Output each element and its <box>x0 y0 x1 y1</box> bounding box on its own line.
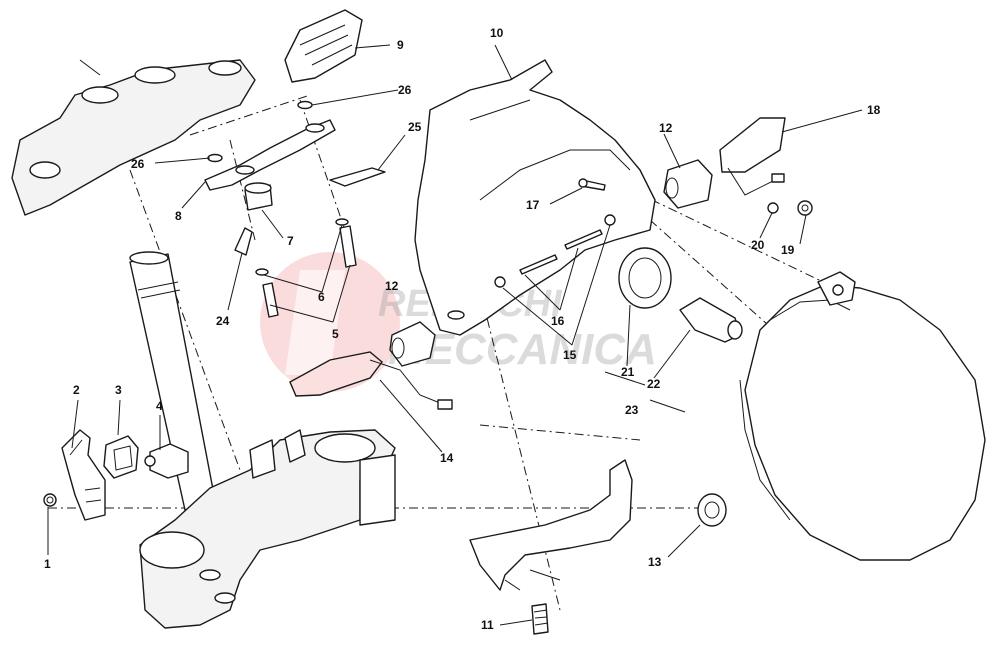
callout-12-lower: 12 <box>385 279 399 293</box>
leader-lines <box>47 44 863 626</box>
part-22-bulb <box>679 297 743 343</box>
callout-4: 4 <box>156 399 163 413</box>
callout-2: 2 <box>73 383 80 397</box>
callout-11: 11 <box>481 618 494 632</box>
part-23-wires <box>604 371 686 413</box>
callout-8: 8 <box>175 209 182 223</box>
callout-12-upper: 12 <box>659 121 673 135</box>
part-13-grommet <box>697 493 727 527</box>
part-2-bracket <box>61 429 106 521</box>
part-4-connector <box>144 443 189 479</box>
callout-26-right: 26 <box>398 83 412 97</box>
part-1-nut <box>43 493 57 507</box>
part-5-screws <box>262 225 357 318</box>
callout-13: 13 <box>648 555 662 569</box>
part-24-clip <box>234 227 253 256</box>
callout-labels: 1 2 3 4 5 6 7 8 9 10 11 12 12 13 14 15 1… <box>44 26 881 632</box>
callout-25: 25 <box>408 120 422 134</box>
part-12-socket-upper <box>663 159 713 209</box>
part-7-grommet <box>244 182 273 211</box>
part-14-indicator <box>289 351 453 410</box>
part-12-socket-lower <box>389 321 436 367</box>
part-19-grommet <box>797 200 813 216</box>
callout-17: 17 <box>526 198 540 212</box>
callout-18: 18 <box>867 103 881 117</box>
callout-6: 6 <box>318 290 325 304</box>
part-25-clip <box>329 167 386 187</box>
callout-16: 16 <box>551 314 565 328</box>
part-20-nut <box>767 202 779 214</box>
callout-19: 19 <box>781 243 795 257</box>
part-9-relay-block <box>284 9 363 83</box>
lower-triple-clamp <box>139 429 396 629</box>
part-3-grommet <box>103 435 139 479</box>
part-21-bulb-ring <box>618 247 672 309</box>
callout-22: 22 <box>647 377 661 391</box>
callout-9: 9 <box>397 38 404 52</box>
part-17-screw <box>578 178 606 191</box>
callout-7: 7 <box>287 234 294 248</box>
watermark-logo-mark <box>285 270 345 375</box>
part-8-mounting-plate <box>204 119 336 191</box>
callout-1: 1 <box>44 557 51 571</box>
part-18-indicator <box>719 117 786 196</box>
callout-21: 21 <box>621 365 635 379</box>
callout-23: 23 <box>625 403 639 417</box>
callout-24: 24 <box>216 314 230 328</box>
callout-14: 14 <box>440 451 454 465</box>
callout-3: 3 <box>115 383 122 397</box>
upper-triple-clamp <box>11 59 256 216</box>
part-11-screw <box>531 603 549 635</box>
callout-5: 5 <box>332 327 339 341</box>
part-10-headlight-fairing <box>414 59 656 336</box>
callout-10: 10 <box>490 26 504 40</box>
callout-26-left: 26 <box>131 157 145 171</box>
headlight-support-bracket <box>469 459 633 591</box>
headlight-bowl <box>739 271 986 561</box>
callout-15: 15 <box>563 348 577 362</box>
callout-20: 20 <box>751 238 765 252</box>
